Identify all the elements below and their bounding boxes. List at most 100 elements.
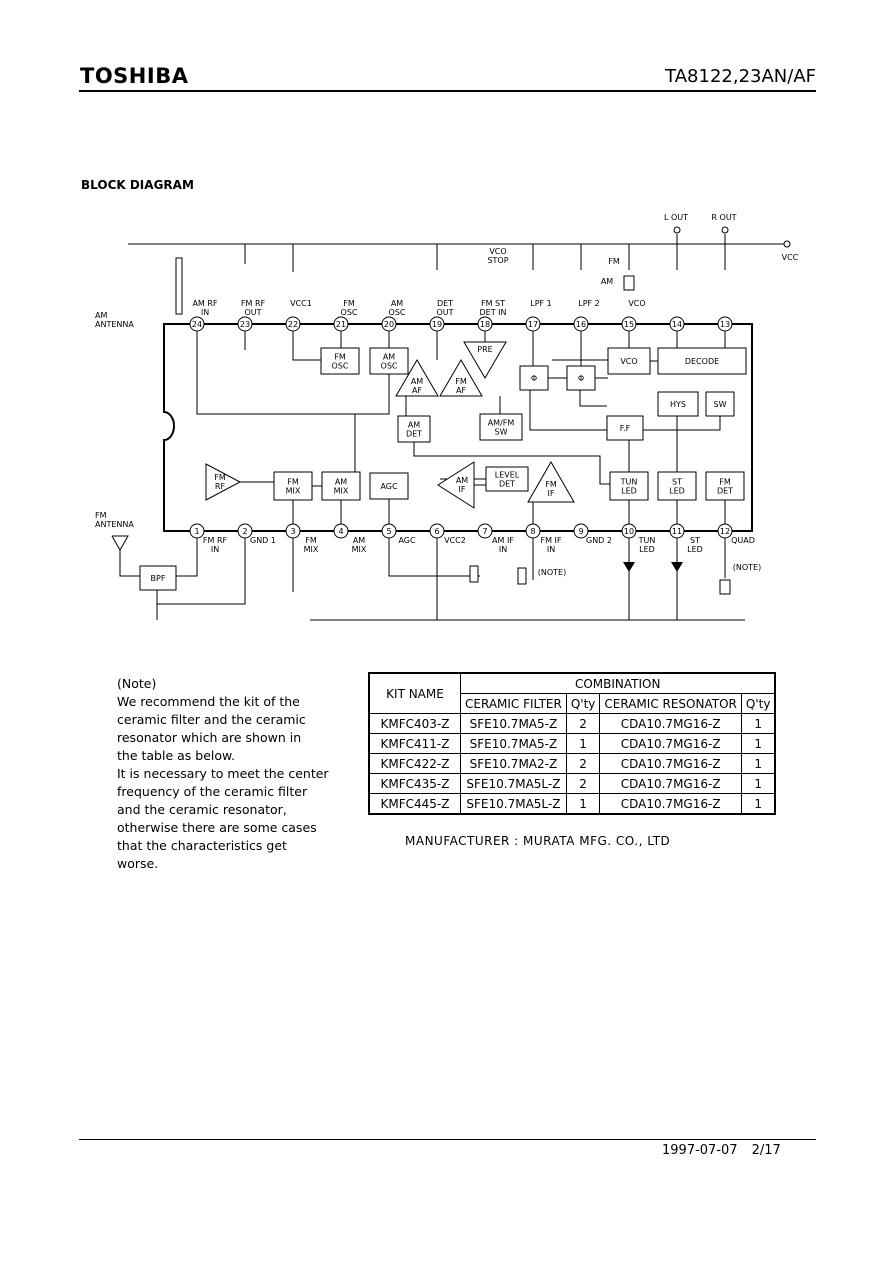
pin-label: AM bbox=[391, 299, 403, 308]
pin-15 bbox=[621, 316, 637, 332]
block-label: DET bbox=[406, 430, 422, 439]
amp-label: IF bbox=[459, 485, 466, 494]
l-out-jack bbox=[673, 226, 681, 234]
pin-number: 10 bbox=[624, 527, 634, 536]
amp-label: FM bbox=[545, 480, 557, 489]
sw-block bbox=[705, 391, 735, 417]
vco-resonator bbox=[623, 275, 635, 291]
table-cell: 1 bbox=[565, 733, 601, 754]
brand-logo: TOSHIBA bbox=[80, 64, 189, 88]
pin-10 bbox=[621, 523, 637, 539]
fm-mix-block bbox=[273, 471, 313, 501]
pin-number: 1 bbox=[194, 527, 199, 536]
tun-led-block bbox=[609, 471, 649, 501]
am-osc-block bbox=[369, 347, 409, 375]
table-cell: 1 bbox=[740, 753, 776, 774]
table-cell: KMFC403-Z bbox=[368, 713, 461, 734]
pre-amp bbox=[463, 341, 507, 379]
pin-number: 4 bbox=[338, 527, 343, 536]
hys-block bbox=[657, 391, 699, 417]
amp-label: AF bbox=[456, 386, 466, 395]
table-cell: CDA10.7MG16-Z bbox=[599, 713, 742, 734]
pin-number: 16 bbox=[576, 320, 586, 329]
st-led-block bbox=[657, 471, 697, 501]
r-out-label: R OUT bbox=[711, 213, 736, 222]
block-label: AM bbox=[408, 421, 420, 430]
pin-label: IN bbox=[211, 545, 219, 554]
amp-label: RF bbox=[215, 482, 226, 491]
pin-label: VCC2 bbox=[444, 536, 466, 545]
pin-14 bbox=[669, 316, 685, 332]
table-cell: SFE10.7MA5L-Z bbox=[460, 793, 567, 815]
pin-number: 11 bbox=[672, 527, 682, 536]
ic-outline bbox=[163, 323, 753, 532]
table-cell: KMFC445-Z bbox=[368, 793, 461, 815]
block-label: MIX bbox=[286, 487, 301, 496]
block-label: LED bbox=[669, 487, 685, 496]
block-label: LEVEL bbox=[495, 471, 520, 480]
table-cell: 1 bbox=[740, 733, 776, 754]
table-cell: CDA10.7MG16-Z bbox=[599, 773, 742, 794]
pin-label: FM RF bbox=[241, 299, 266, 308]
pin-22 bbox=[285, 316, 301, 332]
decode-block bbox=[657, 347, 747, 375]
note-line: the table as below. bbox=[117, 748, 236, 763]
table-cell: 1 bbox=[740, 713, 776, 734]
table-cell: CDA10.7MG16-Z bbox=[599, 793, 742, 815]
pin-23 bbox=[237, 316, 253, 332]
fm-ceramic-filter bbox=[517, 567, 527, 585]
pin-label: IN bbox=[201, 308, 209, 317]
pin-label: OSC bbox=[341, 308, 358, 317]
pin-4 bbox=[333, 523, 349, 539]
pin-label: OUT bbox=[244, 308, 261, 317]
pin-11 bbox=[669, 523, 685, 539]
amp-label: FM bbox=[455, 377, 467, 386]
block-label: LED bbox=[621, 487, 637, 496]
col-ceramic-resonator: CERAMIC RESONATOR bbox=[599, 693, 742, 714]
block-label: TUN bbox=[620, 478, 638, 487]
block-label: MIX bbox=[334, 487, 349, 496]
block-label: DET bbox=[717, 487, 733, 496]
pin-label: GND 2 bbox=[586, 536, 612, 545]
block-label: AM bbox=[335, 478, 347, 487]
pin-20 bbox=[381, 316, 397, 332]
pin-13 bbox=[717, 316, 733, 332]
pin-16 bbox=[573, 316, 589, 332]
pin-label: FM RF bbox=[203, 536, 228, 545]
pin-number: 21 bbox=[336, 320, 346, 329]
table-cell: KMFC422-Z bbox=[368, 753, 461, 774]
block-label: HYS bbox=[670, 400, 686, 409]
vco-stop-label: VCO bbox=[489, 247, 506, 256]
fm-osc-block bbox=[320, 347, 360, 375]
table-cell: SFE10.7MA5-Z bbox=[460, 733, 567, 754]
pin-label: MIX bbox=[352, 545, 367, 554]
pin-number: 14 bbox=[672, 320, 682, 329]
pin-label: GND 1 bbox=[250, 536, 276, 545]
tun-led-diode bbox=[623, 562, 635, 572]
block-label: AM bbox=[383, 353, 395, 362]
block-label: BPF bbox=[151, 574, 166, 583]
amp-label: IF bbox=[548, 489, 555, 498]
pin-number: 9 bbox=[578, 527, 583, 536]
table-cell: 1 bbox=[740, 773, 776, 794]
fm-det-block bbox=[705, 471, 745, 501]
pin-label: IN bbox=[499, 545, 507, 554]
am-ceramic-filter bbox=[469, 565, 479, 583]
note-line: resonator which are shown in bbox=[117, 730, 302, 745]
fm-rf-amp bbox=[205, 463, 242, 501]
pin-number: 13 bbox=[720, 320, 730, 329]
page-number: 2/17 bbox=[751, 1143, 781, 1158]
pin-number: 6 bbox=[434, 527, 439, 536]
am-det-block bbox=[397, 415, 431, 443]
table-cell: KMFC435-Z bbox=[368, 773, 461, 794]
pin-label: VCC1 bbox=[290, 299, 312, 308]
block-label: FM bbox=[287, 478, 299, 487]
st-led-diode bbox=[671, 562, 683, 572]
wire bbox=[413, 442, 610, 485]
wire bbox=[579, 390, 607, 407]
pin-12 bbox=[717, 523, 733, 539]
pin-number: 5 bbox=[386, 527, 391, 536]
pin-label: AGC bbox=[398, 536, 416, 545]
pin-7 bbox=[477, 523, 493, 539]
